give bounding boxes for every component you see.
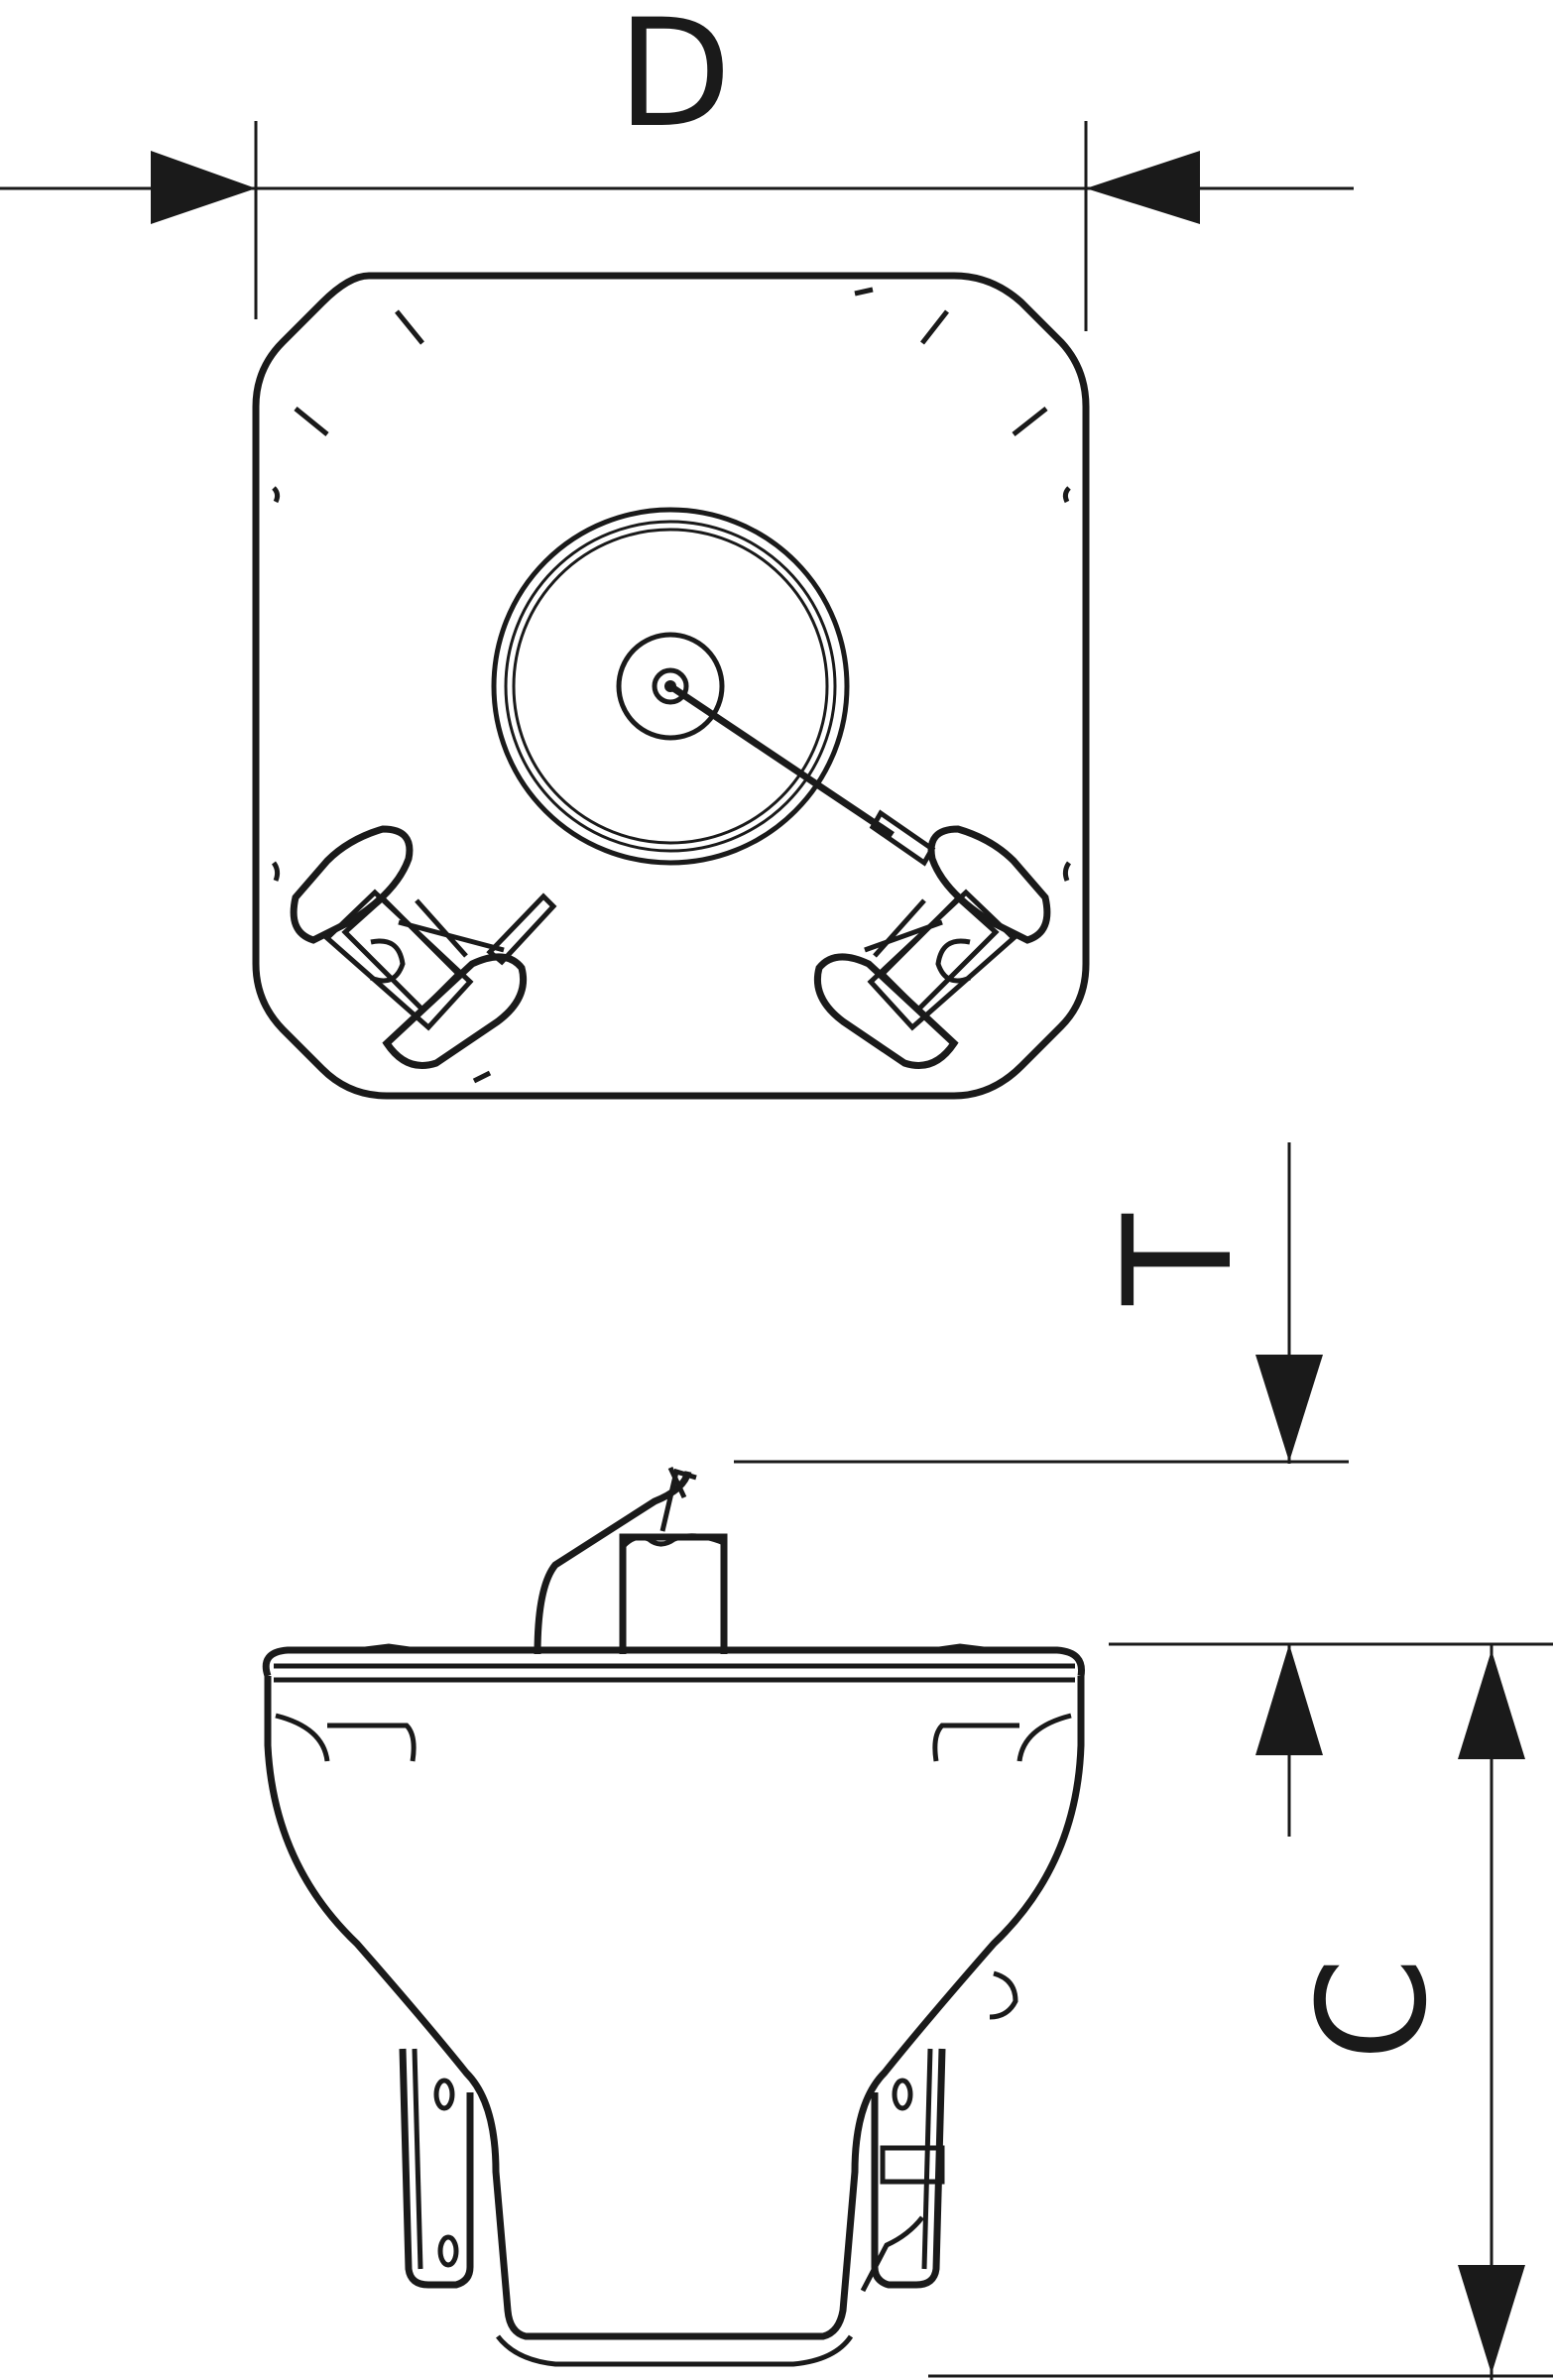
dimension-label-d: D <box>617 0 732 161</box>
burner-rings <box>491 507 850 866</box>
dimension-c: C <box>928 1644 1553 2380</box>
arrow-down-icon <box>1255 1355 1323 1462</box>
bowl-contours <box>275 1713 1072 2367</box>
arrow-up-icon <box>1458 1650 1525 1759</box>
arrow-left-icon <box>1086 151 1200 224</box>
lead-wire <box>668 683 936 867</box>
reflector-bowl <box>264 1676 1085 2340</box>
right-terminal-clip <box>813 825 1051 1069</box>
dimension-label-c: C <box>1287 1958 1460 2062</box>
dimension-d: D <box>0 0 1354 331</box>
dimension-t: T <box>734 1142 1349 1837</box>
arrow-right-icon <box>151 151 256 224</box>
arrow-up-icon <box>1255 1644 1323 1755</box>
reflector-outline <box>252 272 1090 1100</box>
dimension-label-t: T <box>1093 1213 1265 1306</box>
top-view: D <box>0 0 1354 1100</box>
arrow-down-icon <box>1458 2265 1525 2374</box>
base-leg-right <box>860 1970 1018 2293</box>
corner-marks <box>271 287 1072 1084</box>
reflector-rim <box>262 1643 1085 1683</box>
left-terminal-clip <box>290 825 557 1069</box>
base-leg-left <box>399 2048 474 2289</box>
side-view: T C <box>262 1142 1553 2380</box>
burner-tube <box>534 1466 728 1655</box>
